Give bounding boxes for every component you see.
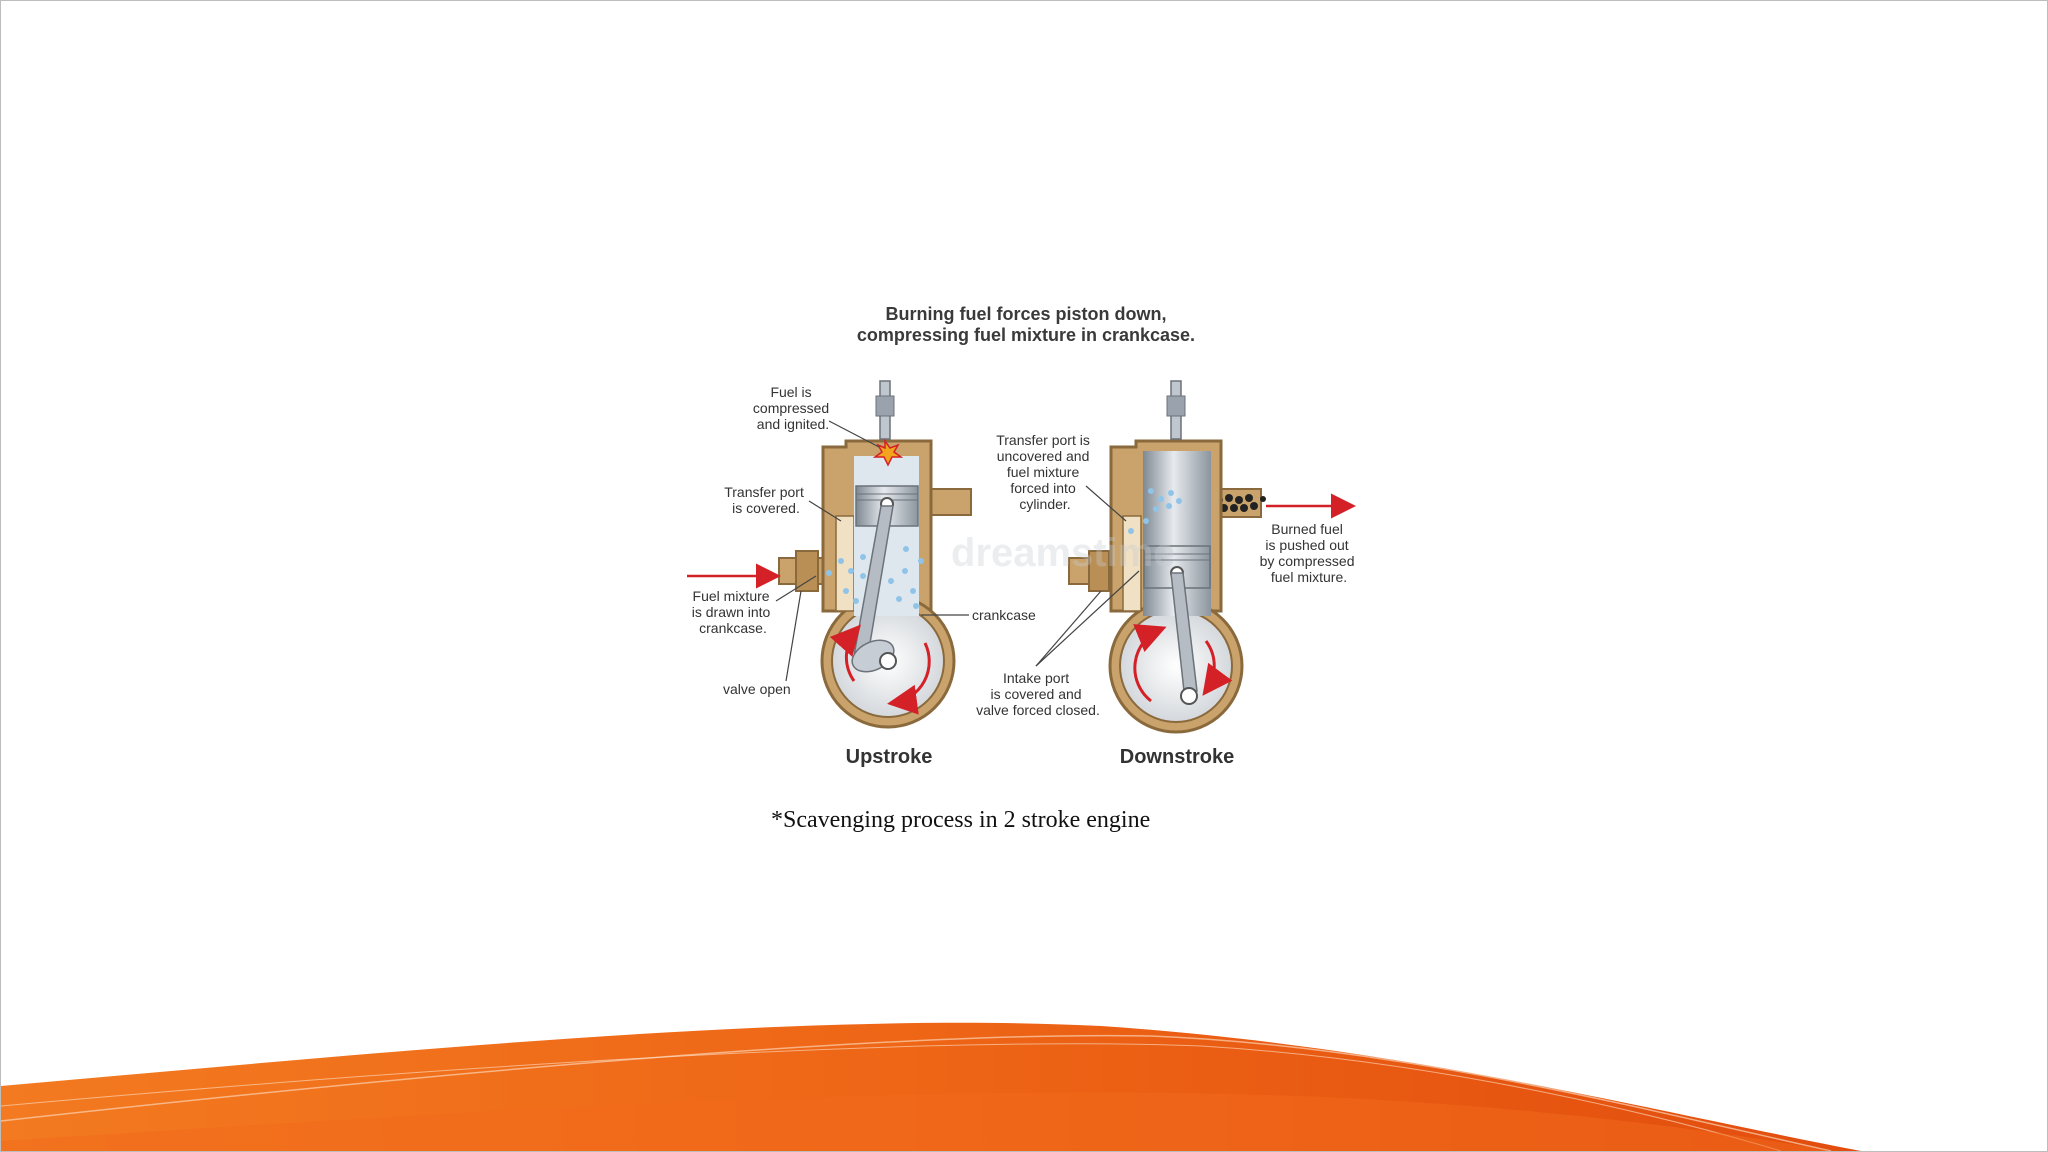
label-crankcase: crankcase (972, 607, 1036, 623)
leader-lines (775, 420, 1140, 682)
diagram-title: Burning fuel forces piston down, compres… (801, 304, 1251, 346)
slide-caption: *Scavenging process in 2 stroke engine (771, 807, 1151, 833)
label-burned-fuel: Burned fuel is pushed out by compressed … (1260, 521, 1359, 585)
upstroke-engine (687, 380, 972, 729)
label-transfer-covered: Transfer port is covered. (724, 484, 808, 516)
diagram-title-line1: Burning fuel forces piston down, (885, 304, 1167, 324)
downstroke-label: Downstroke (1120, 746, 1234, 768)
downstroke-engine (1068, 380, 1356, 734)
diagram-title-line2: compressing fuel mixture in crankcase. (856, 325, 1196, 345)
label-fuel-mixture-drawn: Fuel mixture is drawn into crankcase. (692, 588, 774, 636)
watermark: dreamstime (951, 531, 1176, 575)
label-fuel-ignited: Fuel is compressed and ignited. (753, 384, 833, 432)
upstroke-label: Upstroke (846, 746, 933, 768)
label-valve-open: valve open (723, 681, 791, 697)
label-intake-covered: Intake port is covered and valve forced … (976, 670, 1100, 718)
label-transfer-uncovered: Transfer port is uncovered and fuel mixt… (996, 432, 1094, 512)
